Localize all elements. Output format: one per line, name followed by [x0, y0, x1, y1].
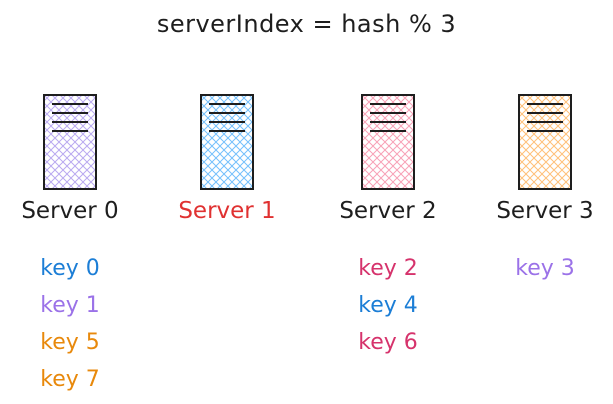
- key-label: key 7: [40, 367, 100, 392]
- server-1: Server 1: [157, 94, 297, 234]
- server-0-label: Server 0: [21, 198, 119, 224]
- server-3-keys: key 3: [475, 250, 613, 287]
- key-label: key 1: [40, 293, 100, 318]
- server-0-keys: key 0 key 1 key 5 key 7: [0, 250, 140, 398]
- key-label: key 3: [515, 256, 575, 281]
- server-2-keys: key 2 key 4 key 6: [318, 250, 458, 361]
- server-2: Server 2: [318, 94, 458, 234]
- server-0: Server 0: [0, 94, 140, 234]
- key-label: key 4: [358, 293, 418, 318]
- key-label: key 5: [40, 330, 100, 355]
- server-3-label: Server 3: [496, 198, 594, 224]
- key-label: key 6: [358, 330, 418, 355]
- formula-title: serverIndex = hash % 3: [156, 10, 457, 38]
- server-1-label: Server 1: [178, 198, 276, 224]
- key-label: key 2: [358, 256, 418, 281]
- server-icon: [518, 94, 572, 190]
- server-icon: [200, 94, 254, 190]
- server-icon: [361, 94, 415, 190]
- server-3: Server 3: [475, 94, 613, 234]
- server-icon: [43, 94, 97, 190]
- server-2-label: Server 2: [339, 198, 437, 224]
- key-label: key 0: [40, 256, 100, 281]
